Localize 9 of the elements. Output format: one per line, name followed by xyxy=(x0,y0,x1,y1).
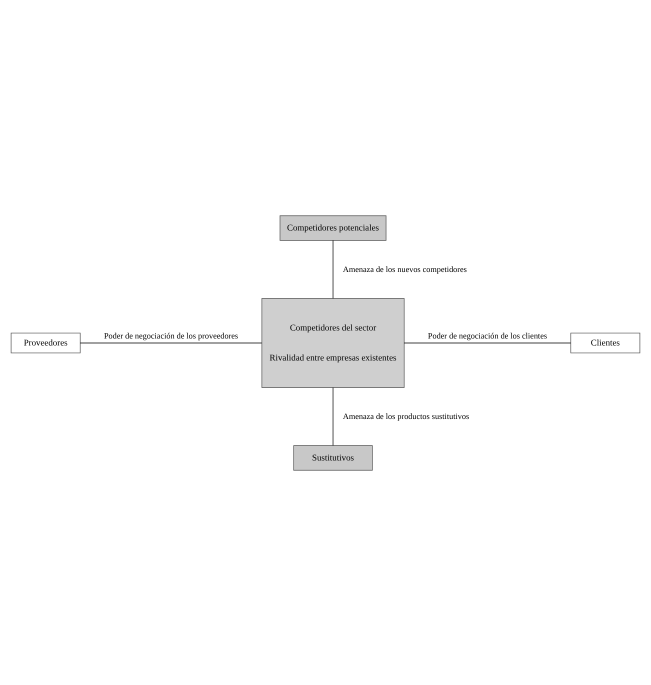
node-box: Proveedores xyxy=(10,332,81,353)
connector xyxy=(332,386,334,446)
node-box: Competidores potenciales xyxy=(280,214,386,240)
connector xyxy=(332,240,334,298)
node-box: Sustitutivos xyxy=(293,444,373,470)
node-box: Competidores del sector Rivalidad entre empresas existentes xyxy=(262,298,405,388)
connector xyxy=(404,342,571,343)
connector xyxy=(80,342,262,343)
node-box: Clientes xyxy=(570,332,640,353)
